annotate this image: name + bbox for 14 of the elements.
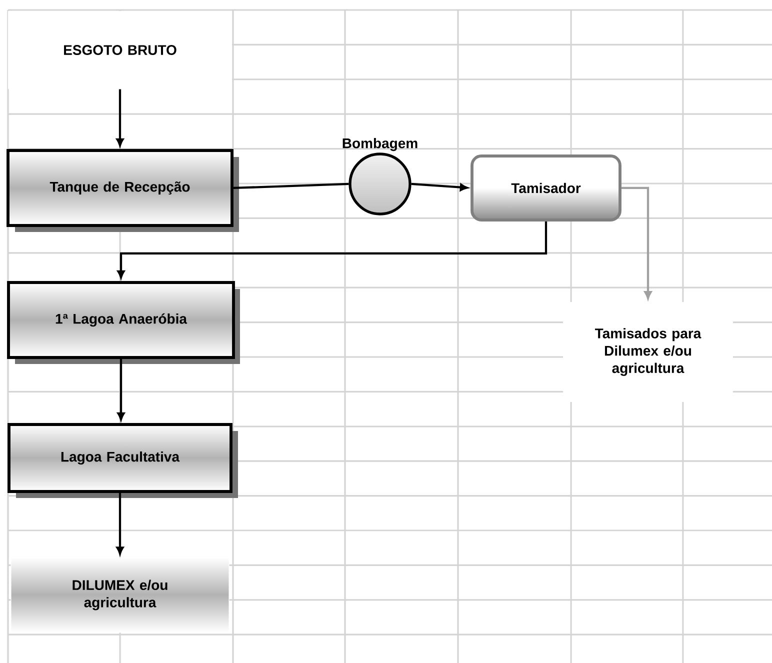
arrow (411, 182, 468, 192)
text-label: Tamisados para Dilumex e/ou agricultura (563, 302, 733, 402)
arrow (117, 358, 125, 420)
arrow (117, 221, 548, 278)
process-box: Lagoa Facultativa (8, 423, 238, 498)
arrow (621, 186, 652, 299)
process-box: Tamisador (470, 154, 622, 222)
node-label: Bombagem (342, 138, 418, 152)
arrow (116, 492, 124, 554)
output-box: DILUMEX e/ou agricultura (10, 557, 230, 633)
process-box: 1ª Lagoa Anaeróbia (7, 281, 240, 364)
arrow (116, 89, 124, 146)
text-label: ESGOTO BRUTO (8, 11, 232, 89)
process-box: Tanque de Recepção (6, 149, 239, 232)
